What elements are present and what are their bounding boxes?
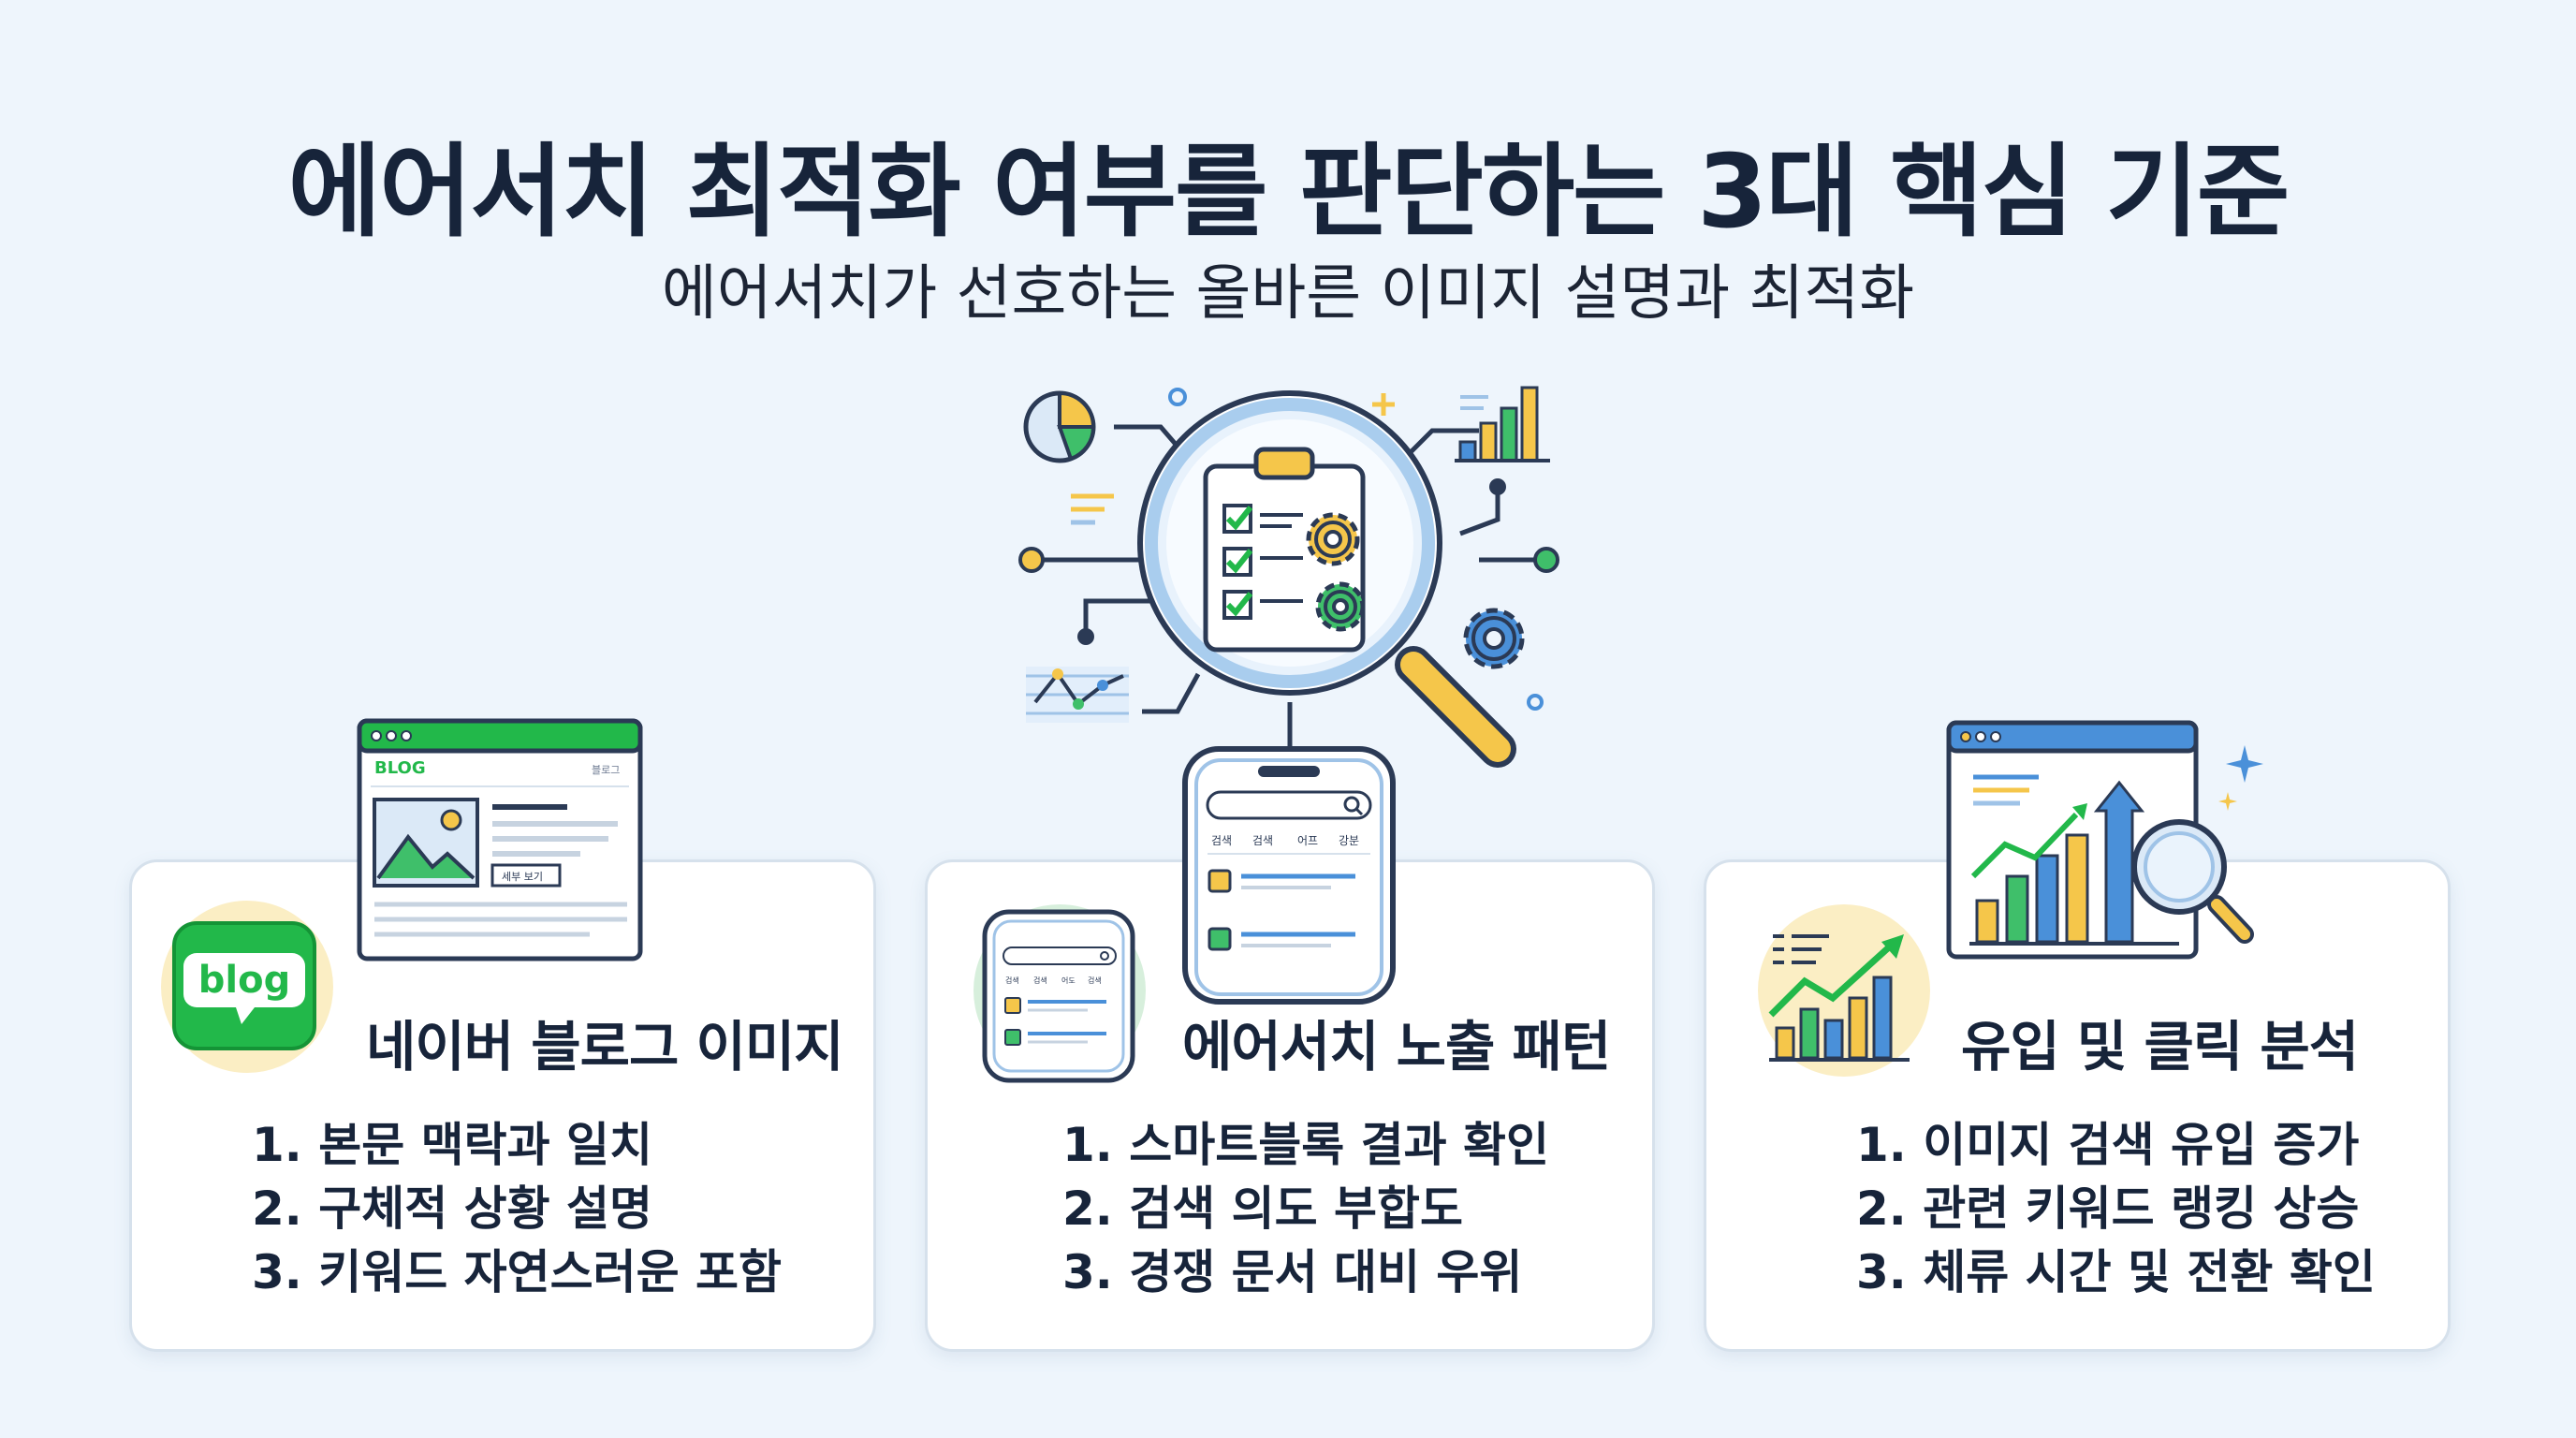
node-dot <box>1077 628 1094 645</box>
blog-window-illustration: BLOG 블로그 세부 보기 <box>357 718 643 961</box>
list-item: 3. 체류 시간 및 전환 확인 <box>1856 1245 2376 1299</box>
node-dot <box>1018 547 1045 573</box>
window-menu: 블로그 <box>592 764 620 776</box>
central-hub-illustration <box>1018 386 1559 768</box>
list-item: 3. 경쟁 문서 대비 우위 <box>1062 1245 1523 1299</box>
line-graph-icon <box>1026 667 1129 723</box>
card-title: 네이버 블로그 이미지 <box>366 1015 844 1078</box>
phone-illustration: 검색 검색 어프 강분 <box>1182 746 1396 1005</box>
blog-badge-text: blog <box>198 959 290 1002</box>
sparkle-icon <box>2218 745 2263 811</box>
window-button: 세부 보기 <box>502 871 543 883</box>
list-item: 1. 스마트블록 결과 확인 <box>1062 1118 1550 1172</box>
mini-phone-icon: 검색 검색 어도 검색 <box>973 904 1146 1083</box>
pie-chart-icon <box>1023 390 1096 463</box>
text-lines-icon <box>1071 493 1114 525</box>
page-title: 에어서치 최적화 여부를 판단하는 3대 핵심 기준 <box>287 134 2291 251</box>
phone-tab: 검색 <box>1211 834 1232 847</box>
gear-icon <box>1315 581 1366 632</box>
mini-tab: 어도 <box>1061 976 1076 985</box>
blog-badge-icon: blog <box>161 901 333 1073</box>
node-dot <box>1533 547 1559 573</box>
gear-icon <box>1306 512 1360 566</box>
mini-tab: 검색 <box>1088 976 1102 985</box>
gear-icon <box>1463 608 1525 669</box>
clipboard-icon <box>1203 447 1366 653</box>
image-placeholder-icon <box>373 798 479 888</box>
list-item: 1. 이미지 검색 유입 증가 <box>1856 1118 2360 1172</box>
mini-tab: 검색 <box>1005 976 1019 985</box>
node-dot <box>1489 478 1506 495</box>
magnifier-icon <box>2131 819 2254 944</box>
window-brand: BLOG <box>374 758 426 778</box>
list-item: 3. 키워드 자연스러운 포함 <box>252 1245 783 1299</box>
card-title: 유입 및 클릭 분석 <box>1961 1015 2359 1078</box>
list-item: 2. 관련 키워드 랭킹 상승 <box>1856 1181 2360 1236</box>
page-subtitle: 에어서치가 선호하는 올바른 이미지 설명과 최적화 <box>661 259 1915 329</box>
phone-tab: 어프 <box>1297 834 1318 847</box>
phone-tab: 검색 <box>1252 834 1273 847</box>
analytics-window-illustration <box>1946 720 2263 960</box>
card-title: 에어서치 노출 패턴 <box>1182 1015 1611 1078</box>
card-list: 1. 본문 맥락과 일치 2. 구체적 상황 설명 3. 키워드 자연스러운 포… <box>252 1113 782 1304</box>
card-list: 1. 스마트블록 결과 확인 2. 검색 의도 부합도 3. 경쟁 문서 대비 … <box>1062 1113 1549 1304</box>
bar-chart-icon <box>1455 386 1550 462</box>
list-item: 2. 구체적 상황 설명 <box>252 1181 653 1236</box>
phone-tab: 강분 <box>1339 834 1359 847</box>
card-list: 1. 이미지 검색 유입 증가 2. 관련 키워드 랭킹 상승 3. 체류 시간… <box>1856 1113 2376 1304</box>
mini-tab: 검색 <box>1033 976 1047 985</box>
growth-chart-icon <box>1758 904 1930 1077</box>
list-item: 1. 본문 맥락과 일치 <box>252 1118 653 1172</box>
list-item: 2. 검색 의도 부합도 <box>1062 1181 1464 1236</box>
